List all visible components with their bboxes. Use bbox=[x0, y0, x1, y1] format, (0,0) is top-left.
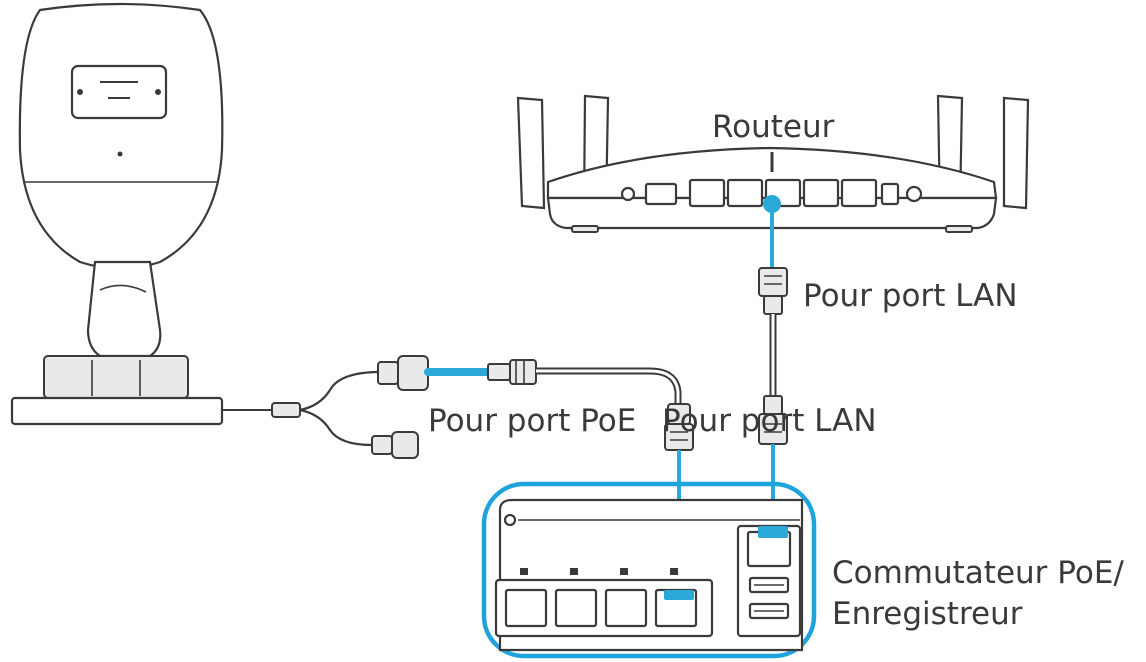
lan-port-highlight bbox=[758, 526, 788, 538]
camera-cable bbox=[222, 355, 429, 459]
camera bbox=[10, 2, 224, 426]
poe-port-highlight bbox=[664, 590, 694, 600]
switch-label-line1: Commutateur PoE/ bbox=[832, 555, 1124, 591]
switch-plug-lan bbox=[758, 395, 788, 445]
router-plug bbox=[758, 267, 788, 315]
router-lan-label: Pour port LAN bbox=[803, 278, 1018, 314]
switch-plug-camera bbox=[664, 403, 694, 451]
switch-lan-label: Pour port LAN bbox=[662, 403, 877, 439]
patch-plug bbox=[487, 359, 537, 385]
router-label: Routeur bbox=[712, 109, 835, 145]
switch-label-line2: Enregistreur bbox=[832, 596, 1023, 632]
poe-switch bbox=[481, 481, 817, 659]
camera-poe-label: Pour port PoE bbox=[428, 403, 636, 439]
